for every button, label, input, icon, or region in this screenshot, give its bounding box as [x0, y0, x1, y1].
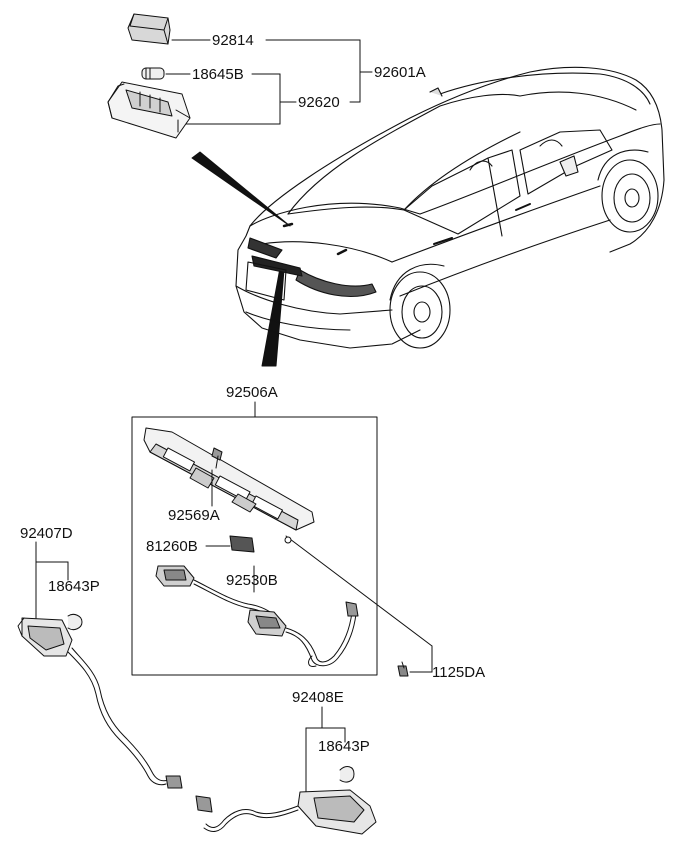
part-label-92569a: 92569A	[168, 507, 220, 524]
part-label-92530b: 92530B	[226, 572, 278, 589]
assembly-box	[131, 401, 378, 676]
screw-1125da-part	[397, 661, 409, 677]
lamp-housing-part	[107, 81, 191, 139]
part-label-92620: 92620	[298, 94, 340, 111]
pointer-wedge-upper	[191, 151, 291, 227]
left-courtesy-lamp-part	[17, 541, 183, 789]
plate-lamp-harness-part	[155, 565, 359, 667]
part-label-92407d: 92407D	[20, 525, 73, 542]
garnish-bracket-part	[143, 427, 315, 531]
part-label-81260b: 81260B	[146, 538, 198, 555]
right-courtesy-lamp-part	[195, 706, 377, 835]
car-illustration	[235, 66, 665, 349]
top-leader-lines	[165, 39, 373, 125]
part-label-18645b: 18645B	[192, 66, 244, 83]
part-label-18643p-left: 18643P	[48, 578, 100, 595]
lamp-lens-part	[127, 13, 171, 45]
box-leader-lines	[211, 469, 433, 673]
part-label-92814: 92814	[212, 32, 254, 49]
switch-81260b-part	[205, 535, 255, 553]
part-label-92408e: 92408E	[292, 689, 344, 706]
part-label-92506a: 92506A	[226, 384, 278, 401]
part-label-18643p-right: 18643P	[318, 738, 370, 755]
bulb-18645b-part	[141, 67, 165, 80]
part-label-92601a: 92601A	[374, 64, 426, 81]
pointer-wedge-lower	[261, 267, 285, 367]
part-label-1125da: 1125DA	[432, 664, 486, 681]
